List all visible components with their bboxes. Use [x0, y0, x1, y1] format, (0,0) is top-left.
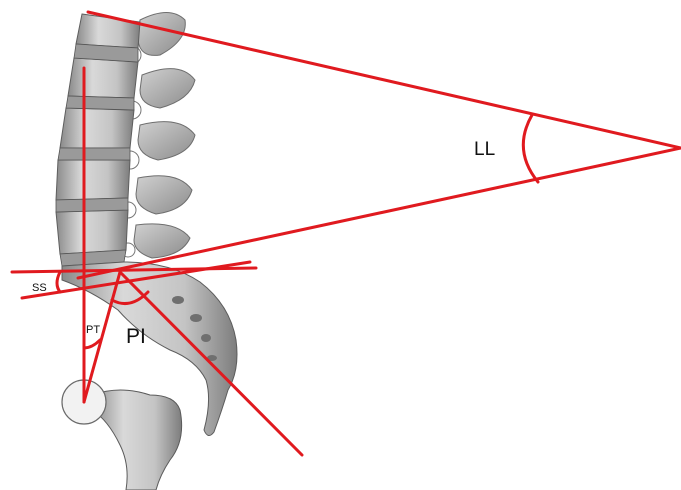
- ll-angle-arc: [523, 115, 538, 182]
- horizontal-reference-line: [12, 268, 256, 272]
- pt-label: PT: [86, 324, 100, 336]
- pt-angle-arc: [84, 340, 100, 348]
- ll-label: LL: [474, 139, 495, 160]
- pi-label: PI: [126, 325, 146, 348]
- ss-label: SS: [32, 282, 47, 294]
- ll-lower-line: [78, 148, 681, 278]
- ss-angle-arc: [57, 272, 60, 292]
- femur: [62, 380, 182, 490]
